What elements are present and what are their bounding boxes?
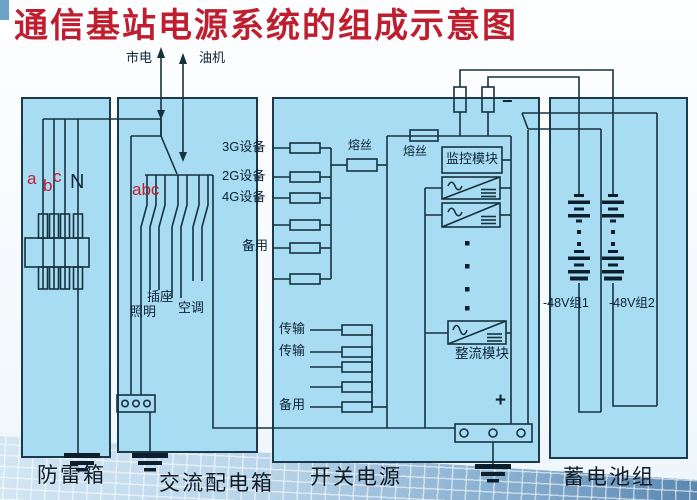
plus-sign: + <box>495 390 507 411</box>
lighting-label: 照明 <box>130 304 157 319</box>
neutral-label: N <box>70 171 85 193</box>
generator-label: 油机 <box>199 50 226 65</box>
socket-label: 插座 <box>147 289 174 304</box>
ac-box-label: 交流配电箱 <box>159 472 274 495</box>
load-spare-label: 备用 <box>242 238 269 253</box>
fuse-label: 熔丝 <box>403 144 428 158</box>
rectifier-module-label: 整流模块 <box>455 346 509 361</box>
page-title: 通信基站电源系统的组成示意图 <box>14 8 518 45</box>
battery-box-label: 蓄电池组 <box>563 466 655 489</box>
mains-label: 市电 <box>126 50 153 65</box>
phase-c-label: c <box>53 167 62 186</box>
lightning-box-label: 防雷箱 <box>37 464 106 487</box>
output-trans1-label: 传输 <box>279 321 306 336</box>
load-4g-label: 4G设备 <box>222 189 266 204</box>
output-trans2-label: 传输 <box>279 343 306 358</box>
aircon-label: 空调 <box>178 300 205 315</box>
fuse-label: 熔丝 <box>348 138 373 152</box>
phase-a-label: a <box>27 169 37 188</box>
corner-decoration <box>0 0 9 20</box>
load-2g-label: 2G设备 <box>222 168 266 183</box>
battery-group1-label: -48V组1 <box>543 296 589 310</box>
load-3g-label: 3G设备 <box>222 139 266 154</box>
sp-box-label: 开关电源 <box>310 466 402 489</box>
minus-sign: − <box>502 91 513 111</box>
monitor-module-label: 监控模块 <box>445 151 498 166</box>
battery-box <box>549 97 688 459</box>
battery-group2-label: -48V组2 <box>609 296 655 310</box>
output-spare-label: 备用 <box>279 397 306 412</box>
lightning-protection-box <box>21 97 111 458</box>
phases-abc-label: abc <box>132 180 160 199</box>
phase-b-label: b <box>43 176 53 195</box>
